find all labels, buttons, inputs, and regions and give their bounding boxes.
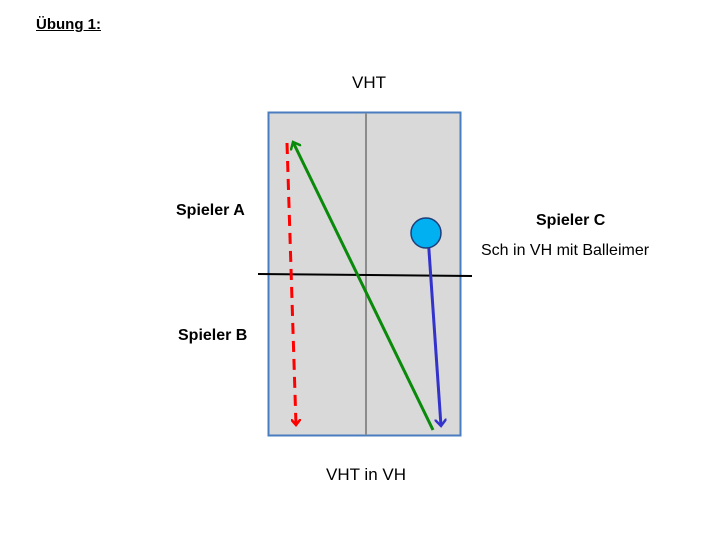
player-a-label: Spieler A	[176, 202, 245, 219]
player-c-note: Sch in VH mit Balleimer	[481, 242, 650, 259]
table-bottom-label: VHT in VH	[326, 465, 406, 484]
table-top-label: VHT	[352, 73, 386, 92]
green-arrow	[293, 142, 435, 431]
player-b-label: Spieler B	[178, 327, 248, 344]
ball-bucket-icon	[410, 217, 442, 249]
blue-arrow	[426, 235, 441, 426]
exercise-title: Übung 1:	[36, 16, 101, 33]
player-c-label: Spieler C	[536, 212, 606, 229]
red-dashed-arrow	[285, 142, 296, 425]
net-line	[257, 273, 473, 277]
